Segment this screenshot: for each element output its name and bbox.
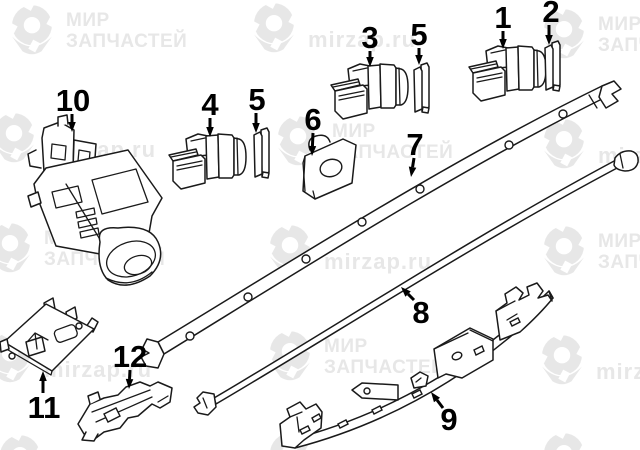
callout-arrowhead-5 [415,55,423,65]
callout-label-5[interactable]: 5 [248,82,265,117]
callout-label-9[interactable]: 9 [440,402,457,437]
callout-arrowhead-3 [366,57,374,67]
part-5-seal-right [413,62,430,114]
callout-label-8[interactable]: 8 [412,295,429,330]
callout-arrowhead-8 [401,287,411,297]
part-6-bracket [302,134,357,200]
callout-arrow-7 [411,157,416,168]
callout-arrowhead-1 [499,39,507,49]
callout-arrowhead-7 [408,166,417,177]
callout-label-5[interactable]: 5 [410,17,427,52]
part-5-seal-left [253,127,270,179]
callout-label-3[interactable]: 3 [361,20,378,55]
part-4-sensor [168,133,247,190]
callout-arrowhead-5 [252,123,260,133]
callout-arrowhead-4 [206,127,214,137]
callout-label-7[interactable]: 7 [406,127,423,162]
callout-label-11[interactable]: 11 [28,390,61,425]
callout-arrowhead-12 [125,378,134,389]
callout-label-6[interactable]: 6 [304,102,321,137]
part-12-bracket [77,381,173,442]
callout-label-12[interactable]: 12 [113,339,147,374]
callout-arrowhead-11 [39,371,47,381]
part-2-seal [544,40,561,92]
part-11-mounting-plate [0,297,99,376]
part-1-sensor [468,45,547,102]
callout-label-4[interactable]: 4 [201,87,219,122]
callout-arrow-8 [407,293,416,302]
callout-arrow-9 [435,399,445,409]
part-3-sensor [330,63,409,120]
callout-label-10[interactable]: 10 [56,83,90,118]
part-7-carrier-rail [140,80,622,369]
callout-arrowhead-9 [431,392,441,403]
part-10-control-module [27,114,163,286]
callout-arrowhead-10 [68,122,76,132]
callout-label-1[interactable]: 1 [494,0,511,35]
callout-label-2[interactable]: 2 [542,0,559,29]
